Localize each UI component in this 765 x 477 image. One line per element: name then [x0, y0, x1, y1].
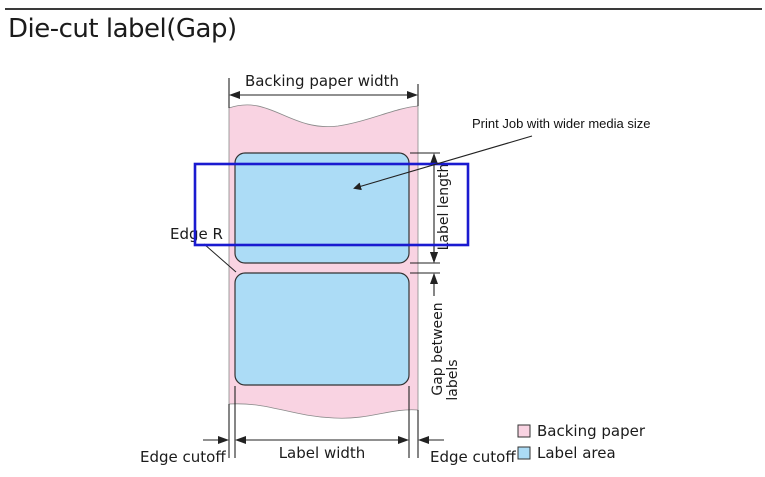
- annotation-arrow: [353, 135, 533, 191]
- bottom-dimension-lines: [203, 386, 444, 458]
- gap-between-labels-line1: Gap between: [430, 302, 446, 395]
- top-rule: [5, 8, 762, 10]
- edge-cutoff-right-label: Edge cutoff: [430, 448, 516, 466]
- legend-label-label-area: Label area: [537, 444, 616, 462]
- edge-r-leader: [203, 243, 237, 273]
- edge-cutoff-left-label: Edge cutoff: [140, 448, 226, 466]
- edge-r-label: Edge R: [170, 225, 223, 243]
- legend: Backing paper Label area: [517, 422, 646, 462]
- gap-dimension: [410, 246, 440, 296]
- gap-between-labels-line2: labels: [445, 359, 461, 400]
- label-length-label: Label length: [436, 164, 452, 251]
- annotation-text: Print Job with wider media size: [472, 116, 650, 131]
- legend-label-backing-paper: Backing paper: [537, 422, 646, 440]
- backing-paper-width-dimension: [228, 78, 419, 108]
- label-area-bottom: [234, 272, 410, 386]
- label-width-label: Label width: [279, 444, 366, 462]
- legend-swatch-label-area: [517, 446, 531, 460]
- page-title: Die-cut label(Gap): [8, 14, 237, 44]
- legend-swatch-backing-paper: [517, 424, 531, 438]
- label-area-top: [234, 152, 410, 264]
- backing-paper-width-label: Backing paper width: [245, 72, 399, 90]
- wider-media-highlight-box: [193, 162, 470, 247]
